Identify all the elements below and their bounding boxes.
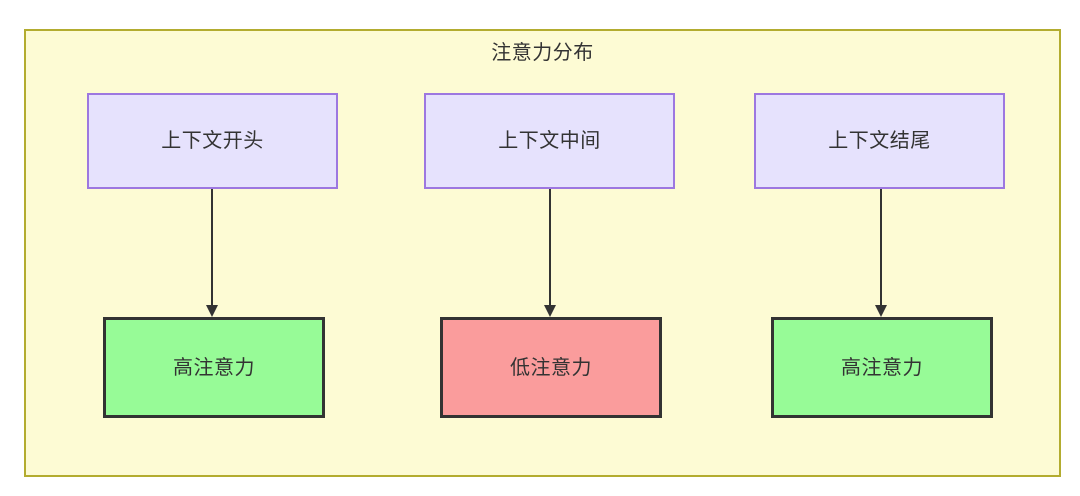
- subgraph-title: 注意力分布: [491, 42, 594, 64]
- edge-line: [211, 189, 213, 307]
- node-context-middle[interactable]: 上下文中间: [424, 93, 675, 189]
- arrowhead-icon: [875, 305, 887, 317]
- edge-beginning-to-high: [206, 189, 219, 319]
- arrowhead-icon: [544, 305, 556, 317]
- node-high-attention-right[interactable]: 高注意力: [771, 317, 993, 418]
- node-low-attention[interactable]: 低注意力: [440, 317, 662, 418]
- edge-line: [549, 189, 551, 307]
- node-context-beginning[interactable]: 上下文开头: [87, 93, 338, 189]
- edge-line: [880, 189, 882, 307]
- edge-end-to-high: [875, 189, 888, 319]
- edge-middle-to-low: [544, 189, 557, 319]
- node-context-end[interactable]: 上下文结尾: [754, 93, 1005, 189]
- node-high-attention-left[interactable]: 高注意力: [103, 317, 325, 418]
- arrowhead-icon: [206, 305, 218, 317]
